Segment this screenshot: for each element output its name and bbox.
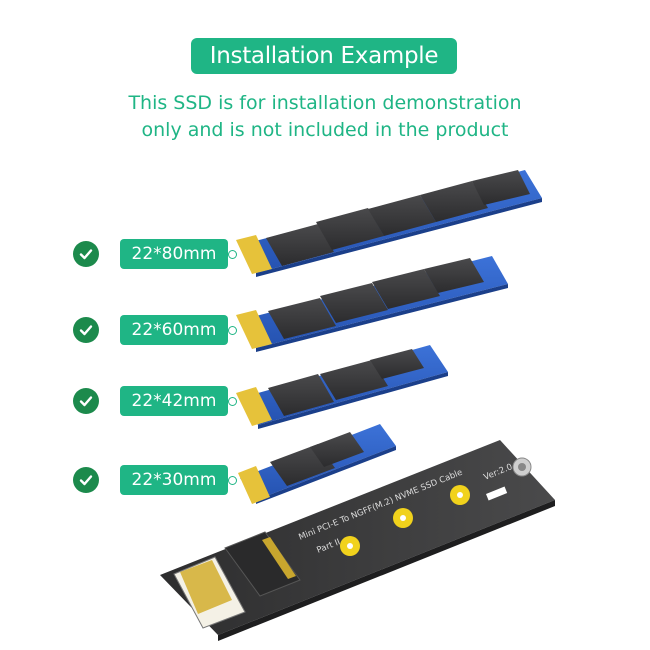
size-row-30: 22*30mm: [73, 463, 237, 497]
ssd-22x60: [236, 256, 508, 352]
ssd-22x30: [238, 424, 396, 504]
size-badge: 22*42mm: [120, 386, 228, 416]
connector-dot: [228, 396, 237, 406]
subtitle-line-1: This SSD is for installation demonstrati…: [128, 92, 522, 114]
title-badge: Installation Example: [191, 38, 457, 74]
page-title: Installation Example: [209, 43, 439, 69]
size-badge: 22*60mm: [120, 315, 228, 345]
ssd-22x80: [236, 170, 542, 277]
connector-dot: [228, 475, 237, 485]
check-circle-icon: [73, 241, 99, 267]
size-row-80: 22*80mm: [73, 237, 237, 271]
ssd-22x42: [236, 345, 448, 429]
size-badge: 22*30mm: [120, 465, 228, 495]
check-circle-icon: [73, 467, 99, 493]
size-badge: 22*80mm: [120, 239, 228, 269]
adapter-board: Mini PCI-E To NGFF(M.2) NVME SSD Cable P…: [160, 440, 555, 641]
check-circle-icon: [73, 388, 99, 414]
subtitle-line-2: only and is not included in the product: [141, 119, 509, 141]
size-row-60: 22*60mm: [73, 313, 237, 347]
connector-dot: [228, 325, 237, 335]
connector-dot: [228, 249, 237, 259]
size-row-42: 22*42mm: [73, 384, 237, 418]
check-circle-icon: [73, 317, 99, 343]
